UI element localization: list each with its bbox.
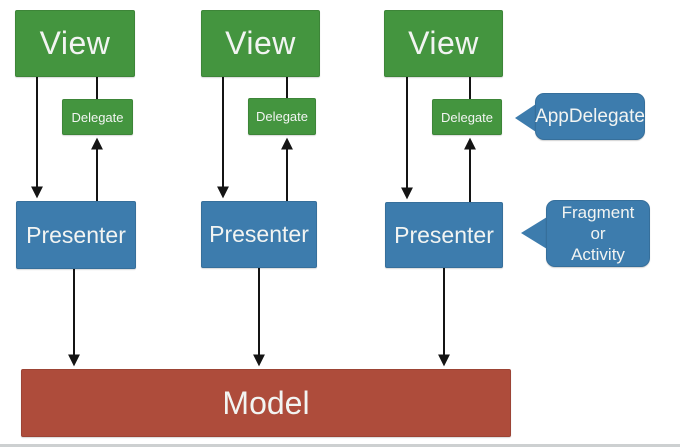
- fragment-callout-tail: [521, 217, 547, 249]
- or-line: or: [590, 224, 606, 243]
- presenter-label-2: Presenter: [209, 221, 309, 247]
- appdelegate-callout: AppDelegate: [535, 93, 645, 140]
- presenter-box-3: Presenter: [385, 202, 503, 268]
- view-box-1: View: [15, 10, 135, 77]
- fragment-activity-callout: Fragment or Activity: [546, 200, 650, 267]
- delegate-label-1: Delegate: [71, 109, 124, 125]
- view-box-2: View: [201, 10, 320, 77]
- view-label-2: View: [225, 25, 296, 61]
- view-label-1: View: [39, 25, 111, 61]
- presenter-box-2: Presenter: [201, 201, 317, 268]
- delegate-box-1: Delegate: [62, 99, 133, 135]
- bottom-frame-strip: [0, 444, 680, 447]
- model-label: Model: [222, 384, 310, 421]
- delegate-label-2: Delegate: [255, 109, 309, 124]
- delegate-label-3: Delegate: [440, 109, 494, 125]
- fragment-line: Fragment: [561, 203, 635, 222]
- activity-line: Activity: [571, 245, 625, 264]
- appdelegate-callout-tail: [515, 104, 536, 132]
- model-box: Model: [21, 369, 511, 437]
- presenter-label-1: Presenter: [26, 221, 126, 248]
- presenter-box-1: Presenter: [16, 201, 136, 269]
- view-label-3: View: [408, 25, 479, 61]
- fragment-activity-callout-text: Fragment or Activity: [562, 202, 635, 265]
- delegate-box-3: Delegate: [432, 99, 502, 135]
- presenter-label-3: Presenter: [394, 221, 494, 248]
- delegate-box-2: Delegate: [248, 98, 316, 135]
- view-box-3: View: [384, 10, 503, 77]
- appdelegate-callout-label: AppDelegate: [535, 105, 645, 127]
